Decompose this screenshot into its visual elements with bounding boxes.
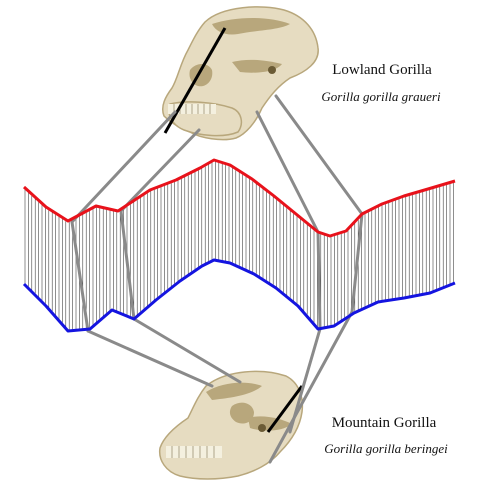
skull-ear-canal <box>268 66 276 74</box>
connector-line <box>70 220 90 333</box>
skull-brow-ridge <box>206 382 262 400</box>
connector-line <box>70 110 177 224</box>
skull-measurement-line <box>163 27 227 134</box>
lowland-gorilla-common-name: Lowland Gorilla <box>332 62 432 78</box>
lower-outline-curve <box>22 258 456 333</box>
skull-teeth <box>166 446 222 458</box>
lowland-gorilla-scientific-name: Gorilla gorilla graueri <box>321 89 441 104</box>
skull-teeth-lines <box>171 446 215 458</box>
skull-brow-ridge <box>212 18 290 35</box>
connector-line <box>268 310 354 464</box>
skull-measurement-line <box>266 385 304 433</box>
connector-line <box>119 128 201 213</box>
lowland-gorilla-skull-image <box>161 6 319 141</box>
connector-line <box>350 212 364 314</box>
mountain-gorilla-skull-image <box>158 370 304 480</box>
mountain-gorilla-scientific-name: Gorilla gorilla beringei <box>324 441 448 456</box>
connector-line <box>132 317 242 384</box>
skull-ear-canal <box>258 424 266 432</box>
connector-line <box>274 94 364 216</box>
connector-line <box>255 110 320 234</box>
mountain-gorilla-common-name: Mountain Gorilla <box>331 415 437 431</box>
connector-lines <box>70 94 364 464</box>
skull-orbit <box>229 402 254 424</box>
upper-outline-curve <box>22 158 456 238</box>
connector-line <box>316 230 322 331</box>
connector-line <box>119 209 136 321</box>
hatched-band <box>24 160 454 331</box>
connector-line <box>86 329 214 388</box>
